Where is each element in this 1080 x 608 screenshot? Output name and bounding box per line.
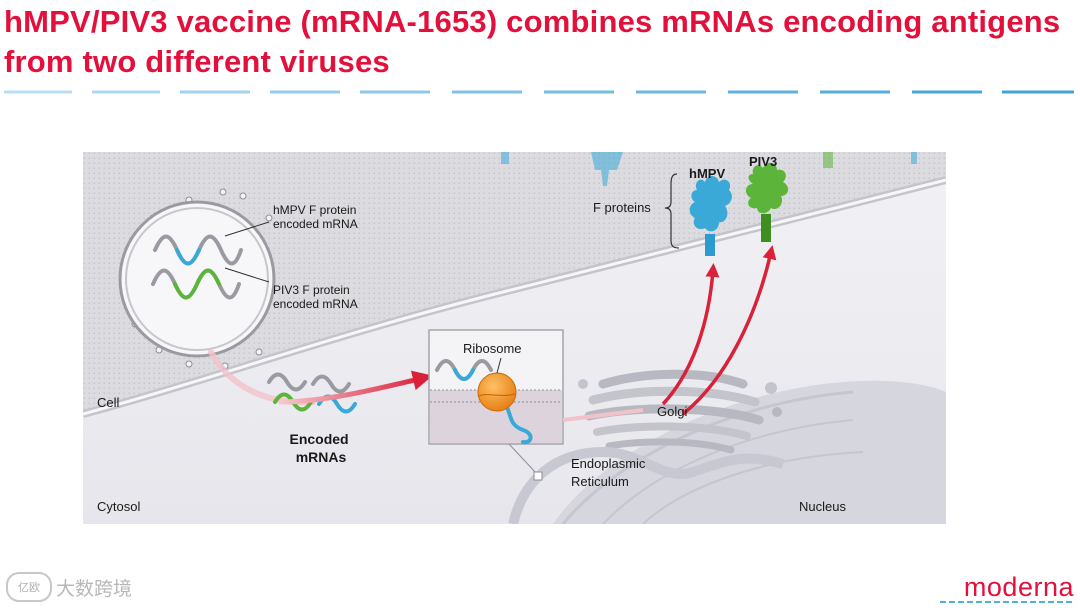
ribosome [477, 372, 517, 412]
lipid-nanoparticle [118, 188, 276, 370]
hmpv-f-protein [689, 176, 732, 256]
watermark: 亿欧 大数跨境 [6, 572, 132, 602]
piv3-mrna-label: encoded mRNA [273, 297, 358, 311]
slide-title: hMPV/PIV3 vaccine (mRNA-1653) combines m… [4, 4, 1061, 79]
piv3-label: PIV3 [749, 154, 777, 169]
svg-text:Encoded mRNAs: Encoded mRNAs [289, 431, 352, 465]
nucleus [553, 380, 946, 524]
delivery-arrow [278, 370, 433, 405]
watermark-logo-icon: 亿欧 [6, 572, 52, 602]
piv3-mrna-label: PIV3 F protein [273, 283, 350, 297]
svg-text:hMPV F protein encoded mRN: hMPV F protein encoded mRNA [273, 203, 360, 231]
encoded-mrnas-label: Encoded [289, 431, 348, 447]
moderna-logo: moderna [963, 572, 1074, 602]
watermark-text: 大数跨境 [56, 577, 133, 600]
svg-text:Endoplasmic Reticulum: Endoplasmic Reticulum [571, 456, 649, 489]
transport-arrow-hmpv [661, 263, 720, 406]
nucleus-label: Nucleus [799, 499, 846, 514]
cytosol-label: Cytosol [97, 499, 140, 514]
brand-rule [940, 601, 1074, 603]
leader-line [224, 267, 270, 283]
hmpv-label: hMPV [689, 166, 725, 181]
encoded-mrnas-label: mRNAs [296, 449, 347, 465]
leader-line [224, 221, 270, 237]
svg-text:PIV3 F protein encoded mRN: PIV3 F protein encoded mRNA [273, 283, 358, 311]
mrna-mechanism-diagram: hMPV F protein encoded mRNA PIV3 F prote… [83, 152, 946, 524]
hmpv-mrna-label: encoded mRNA [273, 217, 358, 231]
er-label: Reticulum [571, 474, 629, 489]
title-dash-rule [4, 90, 1074, 94]
piv3-f-protein [745, 162, 789, 242]
f-proteins-label: F proteins [593, 200, 651, 215]
hmpv-mrna-label: hMPV F protein [273, 203, 356, 217]
er-label: Endoplasmic [571, 456, 646, 471]
f-proteins-bracket [664, 173, 680, 249]
golgi-label: Golgi [657, 404, 687, 419]
transport-arrow-piv3 [681, 245, 777, 416]
ribosome-label: Ribosome [463, 341, 522, 356]
cell-label: Cell [97, 395, 120, 410]
ribosome-inset [428, 329, 564, 445]
